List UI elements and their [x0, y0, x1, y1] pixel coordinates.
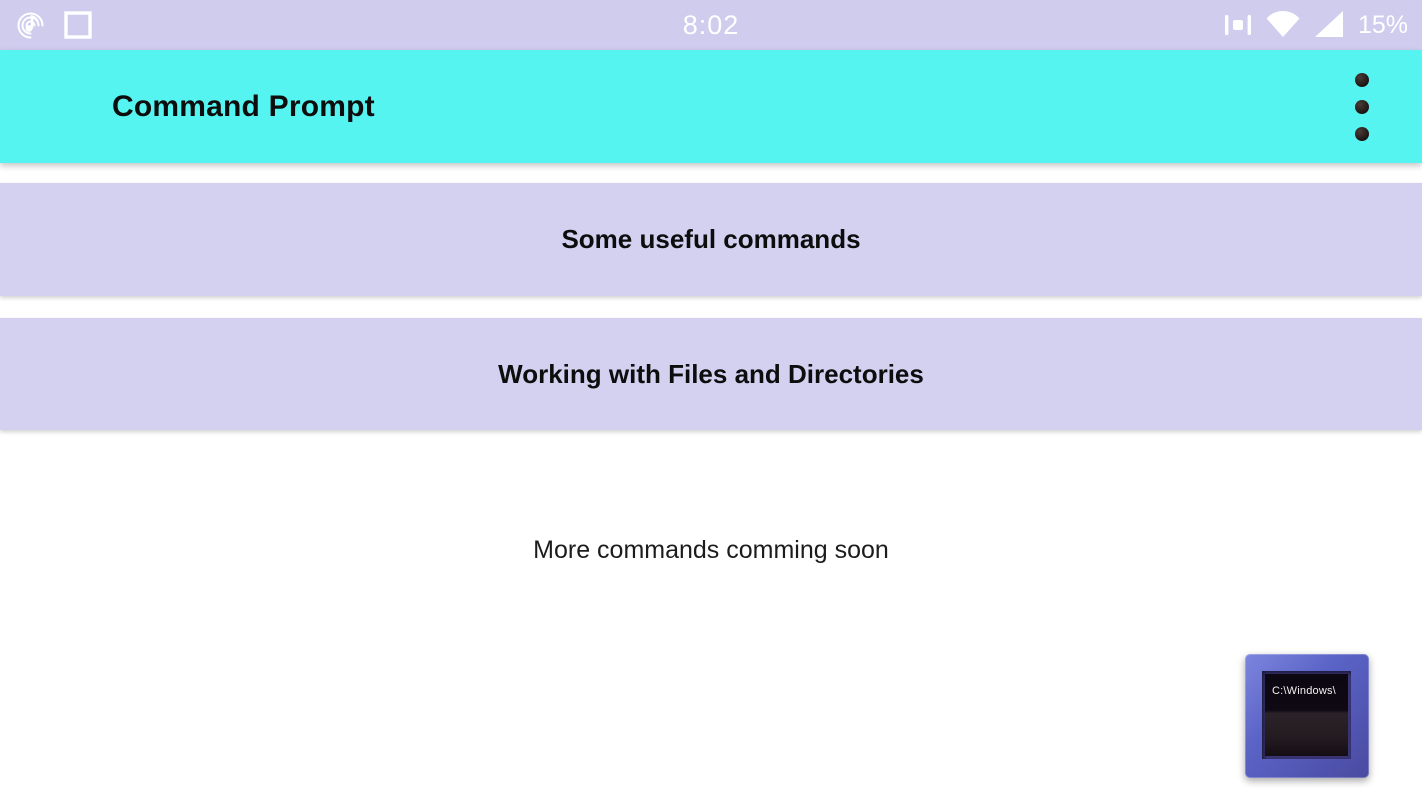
music-note-icon — [17, 12, 44, 38]
menu-item-useful-commands[interactable]: Some useful commands — [0, 183, 1422, 296]
command-prompt-app-icon: C:\Windows\ — [1245, 654, 1369, 778]
menu-item-files-directories[interactable]: Working with Files and Directories — [0, 318, 1422, 430]
command-prompt-icon-text: C:\Windows\ — [1272, 685, 1336, 697]
status-bar-clock: 8:02 — [682, 9, 740, 40]
status-bar: 8:02 15% — [0, 0, 1422, 50]
menu-item-label: Some useful commands — [561, 224, 861, 254]
status-bar-notifications — [14, 9, 93, 42]
overflow-dot — [1355, 72, 1369, 87]
battery-percentage: 15% — [1357, 10, 1408, 39]
vibrate-icon — [1224, 15, 1251, 35]
page-title: Command Prompt — [112, 89, 375, 123]
command-prompt-icon-bevel: C:\Windows\ — [1262, 671, 1351, 759]
menu-item-label: Working with Files and Directories — [498, 358, 924, 389]
app-bar: Command Prompt — [0, 50, 1422, 163]
cellular-signal-icon — [1314, 11, 1343, 37]
overflow-dot — [1355, 126, 1369, 141]
square-outline-icon — [64, 11, 92, 39]
status-bar-system-icons: 15% — [1222, 9, 1408, 41]
wifi-icon — [1266, 11, 1300, 37]
command-prompt-icon-screen: C:\Windows\ — [1265, 674, 1348, 756]
coming-soon-message: More commands comming soon — [533, 536, 889, 564]
overflow-dot — [1355, 99, 1369, 114]
main-content: Some useful commands Working with Files … — [0, 183, 1422, 565]
overflow-menu-button[interactable] — [1342, 50, 1382, 163]
